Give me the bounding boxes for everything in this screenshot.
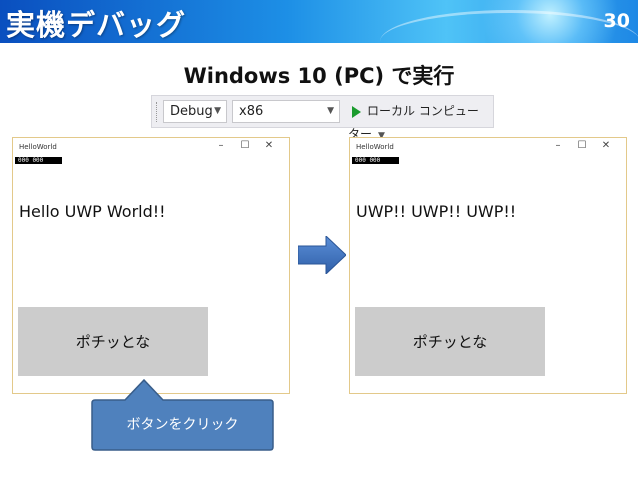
chevron-down-icon[interactable]: ▼ xyxy=(378,131,385,141)
pochittona-button[interactable]: ポチッとな xyxy=(355,307,545,376)
vs-debug-toolbar: Debug ▼ x86 ▼ ローカル コンピューター▼ xyxy=(151,95,494,141)
window-controls: – ☐ ✕ xyxy=(209,140,281,151)
minimize-button[interactable]: – xyxy=(555,140,561,151)
chevron-down-icon: ▼ xyxy=(214,106,221,116)
page-number: 30 xyxy=(603,10,630,32)
minimize-button[interactable]: – xyxy=(218,140,224,151)
chevron-down-icon: ▼ xyxy=(327,106,334,116)
run-target-label: ローカル コンピューター xyxy=(348,104,479,141)
window-title: HelloWorld xyxy=(356,143,394,151)
message-text: UWP!! UWP!! UWP!! xyxy=(356,202,517,221)
pochittona-button[interactable]: ポチッとな xyxy=(18,307,208,376)
header-banner: 実機デバッグ 30 xyxy=(0,0,638,43)
callout-text: ボタンをクリック xyxy=(126,417,239,433)
frame-rate-counter: 000 000 xyxy=(15,157,62,164)
banner-swoosh xyxy=(380,10,638,43)
arrow-right-icon xyxy=(298,236,346,274)
play-icon xyxy=(352,105,361,118)
app-window-after: HelloWorld – ☐ ✕ 000 000 UWP!! UWP!! UWP!!… xyxy=(349,137,627,394)
window-title: HelloWorld xyxy=(19,143,57,151)
solution-configuration-combo[interactable]: Debug ▼ xyxy=(163,100,227,123)
solution-platform-combo[interactable]: x86 ▼ xyxy=(232,100,340,123)
start-debugging-button[interactable]: ローカル コンピューター▼ xyxy=(348,100,490,141)
slide-subtitle: Windows 10 (PC) で実行 xyxy=(183,64,455,88)
window-controls: – ☐ ✕ xyxy=(546,140,618,151)
app-window-before: HelloWorld – ☐ ✕ 000 000 Hello UWP World!!… xyxy=(12,137,290,394)
close-button[interactable]: ✕ xyxy=(264,140,274,151)
platform-value: x86 xyxy=(239,104,264,119)
close-button[interactable]: ✕ xyxy=(601,140,611,151)
maximize-button[interactable]: ☐ xyxy=(577,140,587,151)
callout-bubble xyxy=(91,379,274,451)
frame-rate-counter: 000 000 xyxy=(352,157,399,164)
toolbar-grip[interactable] xyxy=(156,102,160,122)
configuration-value: Debug xyxy=(170,104,213,119)
slide-title: 実機デバッグ xyxy=(6,8,187,42)
message-text: Hello UWP World!! xyxy=(19,202,166,221)
maximize-button[interactable]: ☐ xyxy=(240,140,250,151)
